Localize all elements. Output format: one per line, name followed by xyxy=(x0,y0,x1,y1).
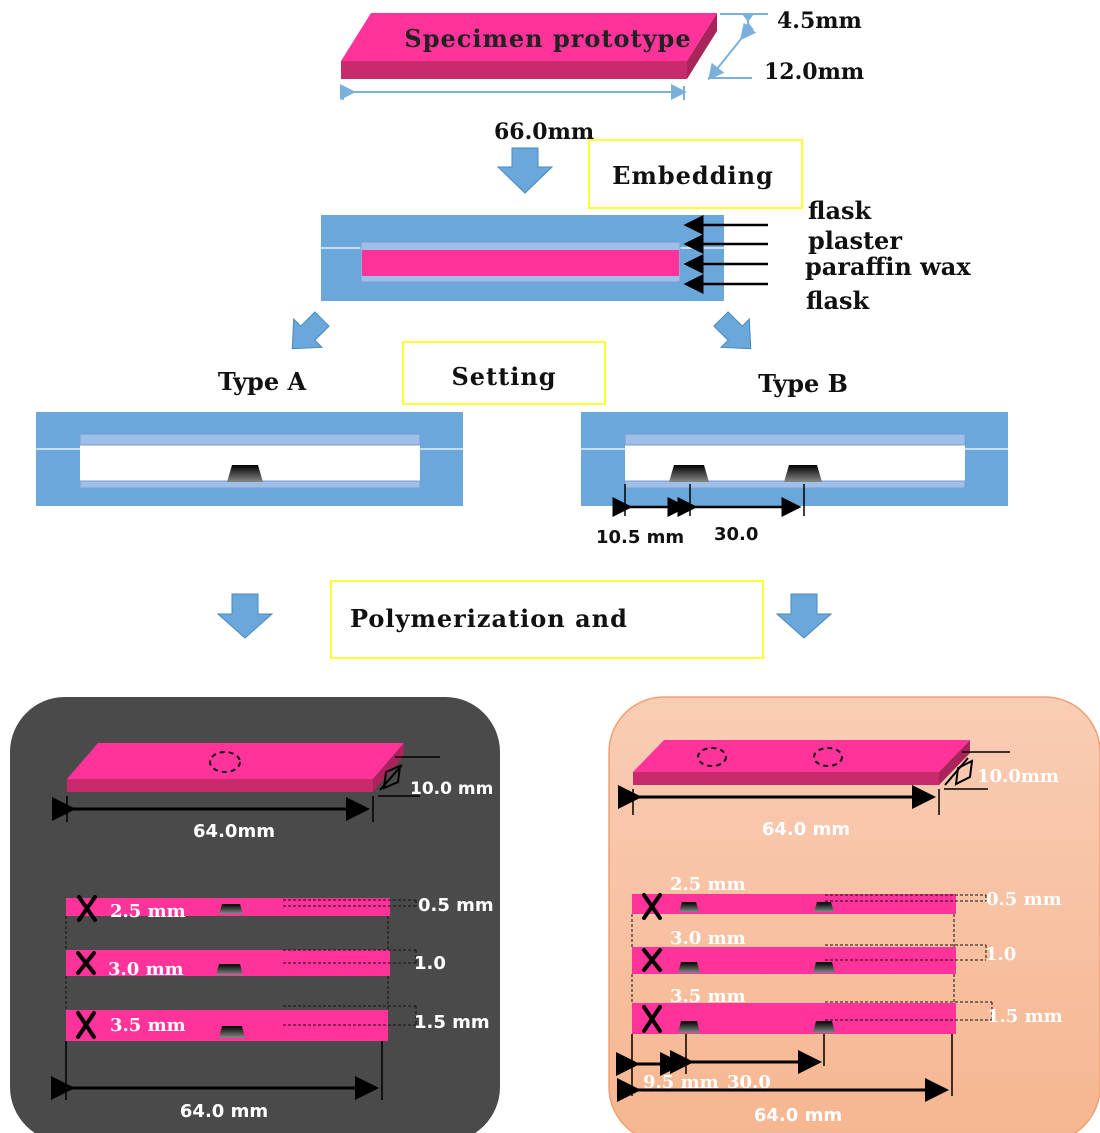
type-a-bar2-notch: 3.0 mm xyxy=(108,959,184,980)
prototype-thickness: 4.5mm xyxy=(777,8,862,34)
type-b-bar1-notch: 2.5 mm xyxy=(670,874,746,895)
type-b-notch-spacing: 30.0 xyxy=(714,524,758,545)
type-b-bar3-notch: 3.5 mm xyxy=(670,986,746,1007)
type-b-bottom-offset: 9.5 mm xyxy=(643,1072,719,1093)
type-a-mold xyxy=(36,412,463,506)
type-b-setting-dims xyxy=(612,484,805,517)
type-a-result-panel xyxy=(10,697,500,1133)
embedding-box xyxy=(588,139,803,209)
type-a-bar2-depth: 1.0 xyxy=(414,953,446,974)
embedding-label: Embedding xyxy=(612,161,774,190)
prototype-length: 66.0mm xyxy=(494,119,594,145)
type-b-bar3-depth: 1.5 mm xyxy=(987,1006,1063,1027)
type-b-notch-offset: 10.5 mm xyxy=(596,527,684,548)
type-b-bar2-depth: 1.0 xyxy=(985,944,1016,965)
polymerization-label: Polymerization and xyxy=(350,604,628,633)
diagonal-arrow-left-icon xyxy=(291,311,330,350)
type-a-bar3-depth: 1.5 mm xyxy=(414,1012,490,1033)
setting-box xyxy=(402,341,606,405)
polymerization-box xyxy=(330,580,764,659)
type-b-mold xyxy=(581,412,1008,506)
type-a-label: Type A xyxy=(218,367,307,396)
type-a-result-width: 10.0 mm xyxy=(410,779,493,799)
type-b-bar-length: 64.0 mm xyxy=(754,1105,842,1126)
type-b-bar1-depth: 0.5 mm xyxy=(986,889,1062,910)
type-a-bar3-notch: 3.5 mm xyxy=(110,1015,186,1036)
type-a-result-length: 64.0mm xyxy=(193,821,275,842)
down-arrow-left-icon xyxy=(216,593,274,639)
prototype-title: Specimen prototype xyxy=(404,24,691,53)
type-b-bar2-notch: 3.0 mm xyxy=(670,928,746,949)
type-b-result-length: 64.0 mm xyxy=(762,819,850,840)
layer-label-plaster: plaster xyxy=(808,226,902,255)
prototype-width: 12.0mm xyxy=(764,59,864,85)
type-a-bar-length: 64.0 mm xyxy=(180,1101,268,1122)
type-a-bar1-notch: 2.5 mm xyxy=(110,901,186,922)
layer-label-paraffin: paraffin wax xyxy=(805,252,971,281)
layer-label-flask-top: flask xyxy=(808,196,873,225)
type-b-label: Type B xyxy=(758,369,848,398)
specimen-prototype: Specimen prototype 4.5mm 12.0mm 66.0mm xyxy=(340,8,864,145)
type-b-bottom-spacing: 30.0 xyxy=(727,1072,771,1093)
flask-cross-section xyxy=(321,215,724,301)
type-a-bar1-depth: 0.5 mm xyxy=(418,895,494,916)
type-b-result-width: 10.0mm xyxy=(977,766,1059,787)
setting-label: Setting xyxy=(451,362,556,391)
down-arrow-right-icon xyxy=(775,593,833,639)
diagonal-arrow-right-icon xyxy=(713,311,752,350)
layer-arrows xyxy=(683,215,768,294)
layer-label-flask-bottom: flask xyxy=(806,286,871,315)
down-arrow-icon xyxy=(496,147,554,194)
type-b-result-panel xyxy=(608,696,1100,1133)
